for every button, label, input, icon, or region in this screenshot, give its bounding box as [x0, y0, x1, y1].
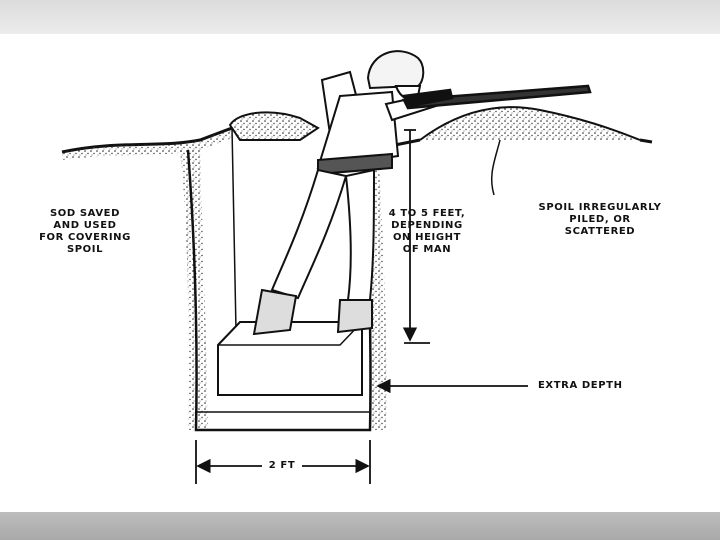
- rifle: [404, 86, 590, 108]
- label-height: 4 TO 5 FEET, DEPENDING ON HEIGHT OF MAN: [372, 208, 482, 256]
- back-wall: [232, 128, 236, 330]
- firing-step: [218, 322, 362, 395]
- spoil-mound: [420, 107, 640, 140]
- label-sod-saved: SOD SAVED AND USED FOR COVERING SPOIL: [30, 208, 140, 256]
- trench-left-wall: [180, 150, 208, 430]
- soldier-figure: [254, 51, 436, 334]
- label-width: 2 FT: [262, 460, 302, 472]
- label-extra-depth: EXTRA DEPTH: [538, 380, 648, 392]
- ground-right: [370, 140, 652, 150]
- spoil-pointer: [492, 140, 500, 195]
- label-spoil: SPOIL IRREGULARLY PILED, OR SCATTERED: [520, 202, 680, 238]
- sod-pile: [230, 112, 318, 140]
